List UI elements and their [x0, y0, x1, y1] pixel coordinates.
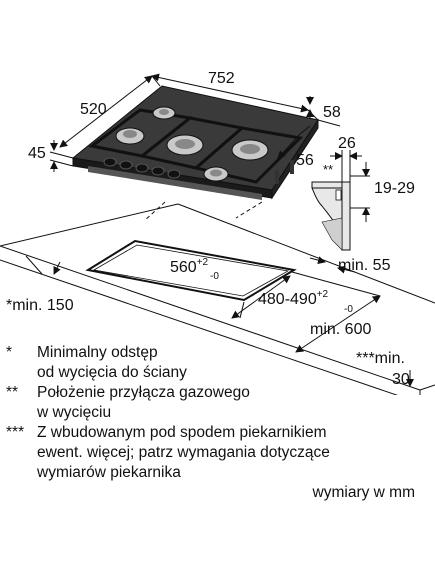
footnote-text: Położenie przyłącza gazowego w wycięciu: [37, 384, 250, 421]
footnote-2: ** Położenie przyłącza gazowego w wycięc…: [6, 383, 431, 423]
footnote-mark: ***: [6, 424, 25, 441]
hob-width-label: 752: [208, 70, 235, 87]
rear-clearance-label: min. 55: [338, 257, 391, 274]
footnote-text: Minimalny odstęp od wycięcia do ściany: [37, 344, 187, 381]
below-clearance-marker: ***min.: [356, 350, 405, 367]
footnote-mark: **: [6, 384, 19, 401]
cutout-width-label: 560+2: [170, 257, 209, 276]
cutout-depth-value: 480-490: [258, 291, 317, 308]
footnote-mark: *: [6, 344, 13, 361]
wall-clearance-label: *min. 150: [6, 297, 74, 314]
hob-dimension-labels: 520 752 45 58 56: [28, 70, 341, 169]
bracket-thickness-label: 19-29: [374, 180, 415, 197]
cutout-width-tolerance-minus: -0: [210, 271, 219, 282]
bracket-dimension-labels: 26 ** 19-29: [323, 135, 415, 197]
cutout-width-value: 560: [170, 259, 197, 276]
hob-top-offset-label: 58: [323, 104, 341, 121]
cutout-width-tolerance-plus: +2: [197, 257, 209, 268]
hob-edge-offset-label: 56: [296, 152, 314, 169]
hob-dimension-lines: [49, 73, 341, 172]
footnotes: * Minimalny odstęp od wycięcia do ściany…: [6, 343, 431, 483]
bracket-width-label: 26: [338, 135, 356, 152]
burner-2: [152, 106, 176, 120]
bracket-dimension-lines: [330, 150, 370, 222]
burner-wok: [166, 134, 204, 156]
control-knobs: [103, 157, 181, 179]
footnote-text: Z wbudowanym pod spodem piekarnikiem ewe…: [37, 424, 330, 481]
burner-1: [115, 127, 145, 145]
footnote-1: * Minimalny odstęp od wycięcia do ściany: [6, 343, 431, 383]
cutout-dimension-lines: [25, 255, 414, 387]
hob-height-label: 45: [28, 145, 46, 162]
front-clearance-label: min. 600: [310, 321, 371, 338]
footnote-3: *** Z wbudowanym pod spodem piekarnikiem…: [6, 423, 431, 483]
cutout-dimension-labels: 560+2 -0 480-490+2 -0 min. 55 min. 600 *…: [6, 257, 410, 388]
cutout-depth-tolerance-plus: +2: [317, 289, 329, 300]
burner-4: [231, 139, 269, 161]
gas-connection-marker: **: [323, 162, 333, 177]
installation-diagram: 520 752 45 58 56 26 ** 19-29: [0, 70, 435, 395]
burner-5: [203, 166, 229, 182]
units-caption: wymiary w mm: [312, 484, 415, 501]
hob-depth-label: 520: [80, 101, 107, 118]
below-clearance-value: 30: [392, 371, 410, 388]
mounting-bracket: [311, 181, 351, 251]
cutout-depth-tolerance-minus: -0: [344, 304, 353, 315]
cutout-depth-label: 480-490+2: [258, 289, 329, 308]
hob-illustration: [71, 85, 319, 200]
